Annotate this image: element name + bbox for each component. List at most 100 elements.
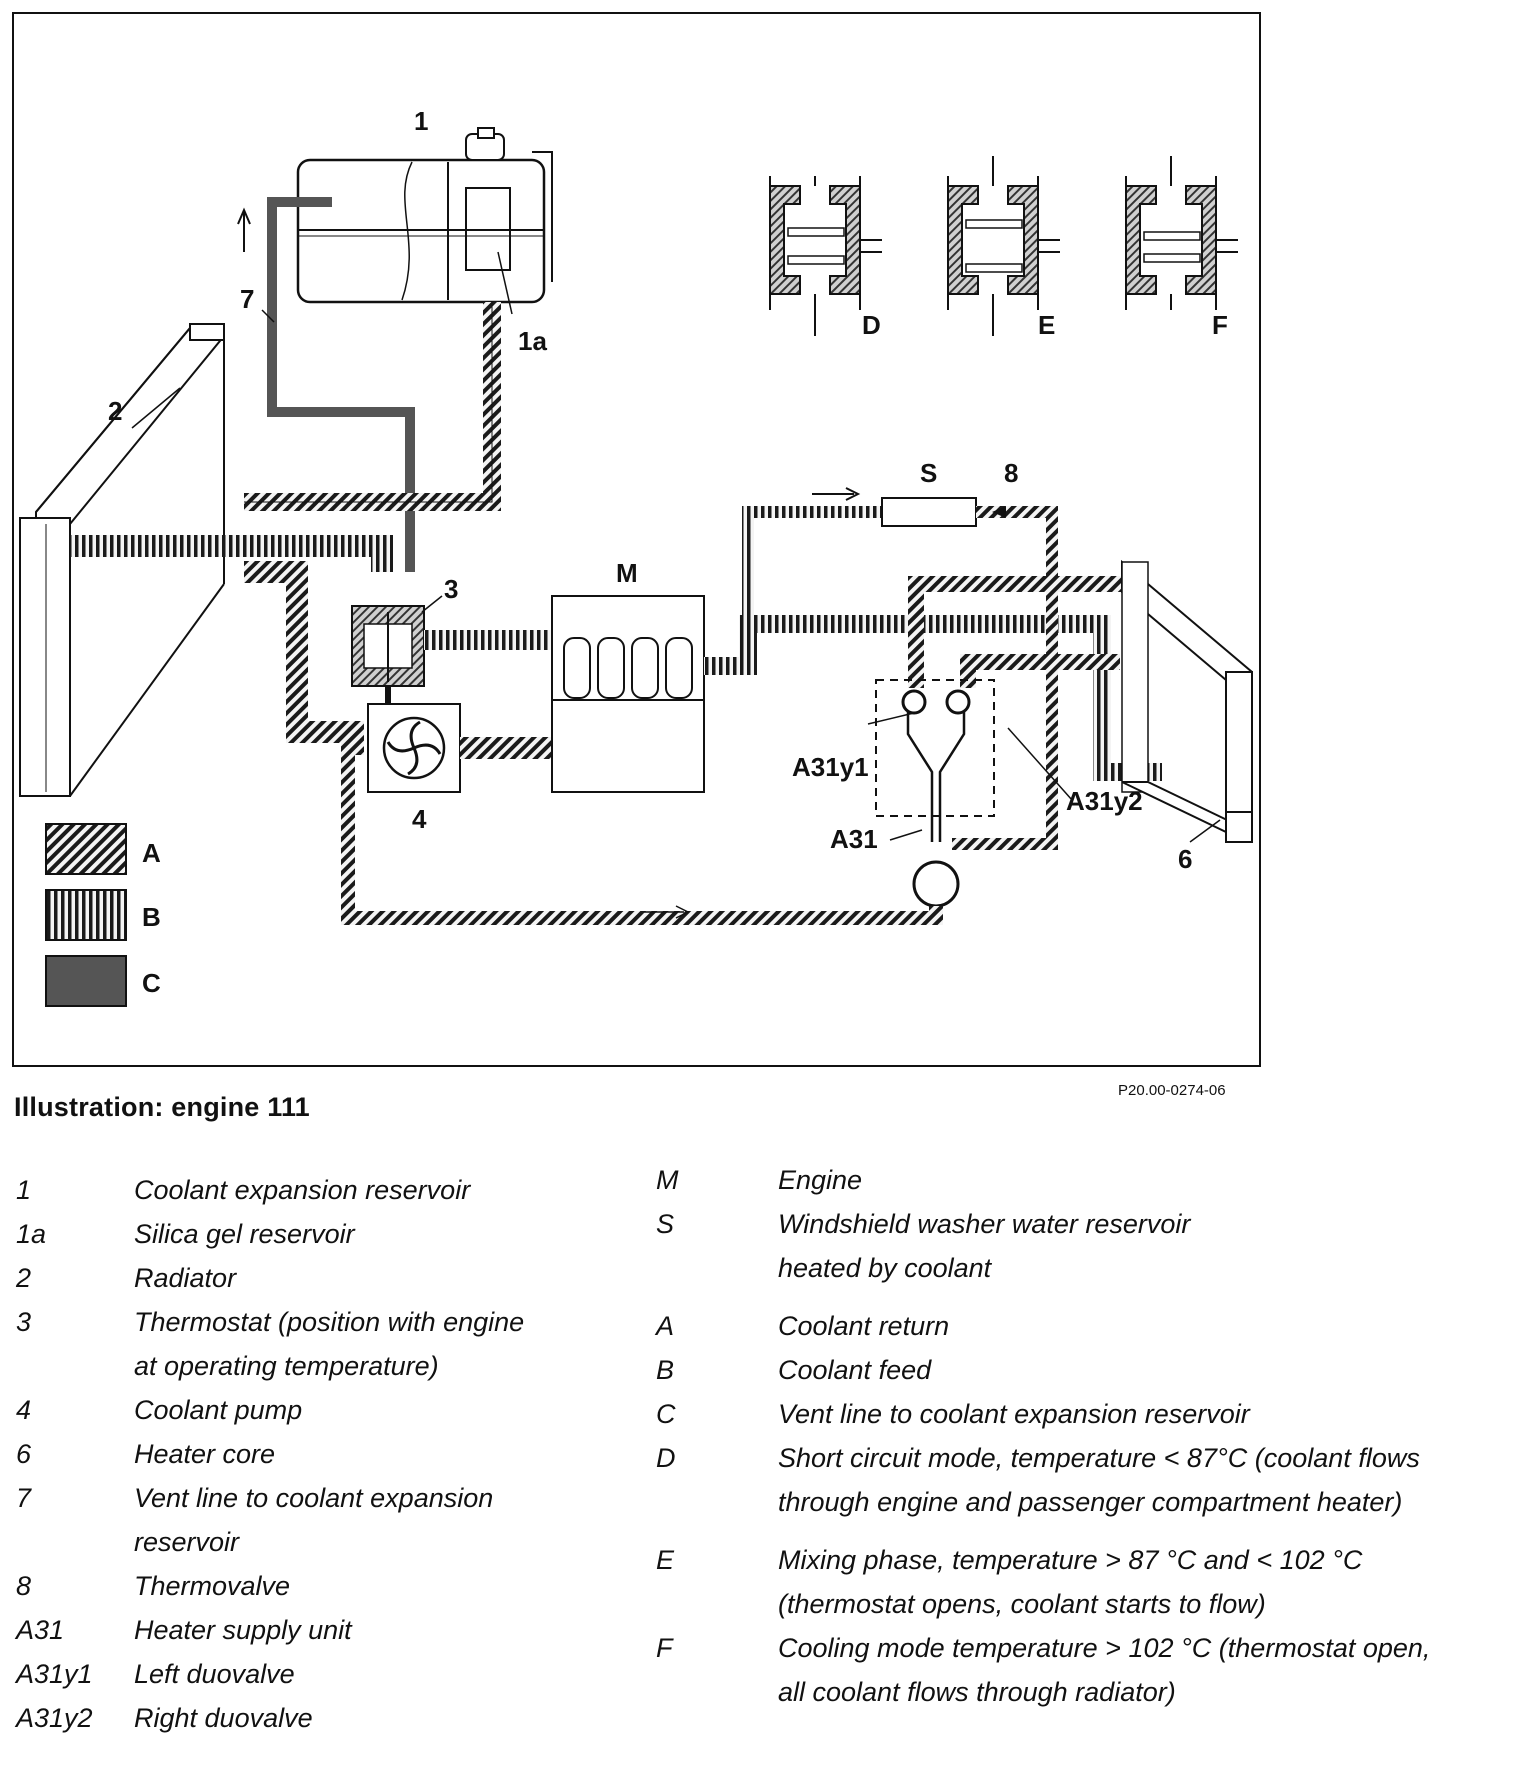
thermostat bbox=[351, 605, 425, 687]
legend-description: Radiator bbox=[134, 1256, 636, 1300]
illustration-caption: Illustration: engine 111 bbox=[14, 1092, 310, 1122]
legend-key: 6 bbox=[16, 1439, 32, 1469]
legend-item: C Vent line to coolant expansion reservoi… bbox=[656, 1392, 1536, 1436]
legend-key: E bbox=[656, 1545, 675, 1575]
key-swatch-a bbox=[45, 823, 127, 875]
legend-description: Coolant return bbox=[778, 1304, 1536, 1348]
coolant-expansion-reservoir bbox=[296, 127, 553, 304]
legend-description-line: Coolant feed bbox=[778, 1355, 932, 1385]
legend-description-line: (thermostat opens, coolant starts to flo… bbox=[778, 1589, 1266, 1619]
legend-description-line: Mixing phase, temperature > 87 °C and < … bbox=[778, 1545, 1363, 1575]
legend-description-line: through engine and passenger compartment… bbox=[778, 1487, 1403, 1517]
legend-key: 3 bbox=[16, 1307, 32, 1337]
label-a31y1: A31y1 bbox=[792, 752, 869, 782]
legend-description: Thermovalve bbox=[134, 1564, 636, 1608]
label-7: 7 bbox=[240, 284, 254, 314]
legend-description-line: Vent line to coolant expansion reservoir bbox=[778, 1399, 1250, 1429]
legend-description: Short circuit mode, temperature < 87°C (… bbox=[778, 1436, 1536, 1524]
legend-key: F bbox=[656, 1633, 673, 1663]
vent-line-7 bbox=[267, 197, 415, 572]
legend-item: 1 Coolant expansion reservoir bbox=[16, 1168, 636, 1212]
legend-description: Coolant pump bbox=[134, 1388, 636, 1432]
legend-item: A31y2 Right duovalve bbox=[16, 1696, 636, 1740]
legend-description-line: Coolant expansion reservoir bbox=[134, 1175, 471, 1205]
label-f: F bbox=[1212, 310, 1228, 340]
legend-description-line: Silica gel reservoir bbox=[134, 1219, 355, 1249]
legend-description-line: Left duovalve bbox=[134, 1659, 295, 1689]
legend-description: Right duovalve bbox=[134, 1696, 636, 1740]
label-s: S bbox=[920, 458, 937, 488]
mode-f-symbol bbox=[1125, 156, 1238, 310]
label-2: 2 bbox=[108, 396, 122, 426]
legend-description: Cooling mode temperature > 102 °C (therm… bbox=[778, 1626, 1536, 1714]
label-1a: 1a bbox=[518, 326, 547, 356]
label-m: M bbox=[616, 558, 638, 588]
legend-key: C bbox=[656, 1399, 676, 1429]
legend-item: B Coolant feed bbox=[656, 1348, 1536, 1392]
coolant-pump bbox=[367, 686, 461, 793]
legend-key: M bbox=[656, 1165, 679, 1195]
legend-description-line: all coolant flows through radiator) bbox=[778, 1677, 1176, 1707]
legend-description: Heater supply unit bbox=[134, 1608, 636, 1652]
legend-description: Coolant feed bbox=[778, 1348, 1536, 1392]
legend-description-line: at operating temperature) bbox=[134, 1351, 439, 1381]
diagram-labels: 1 1a 2 3 4 6 7 8 S M A31 A31y1 A31y2 D E… bbox=[108, 106, 1228, 874]
cooling-system-diagram: 1 1a 2 3 4 6 7 8 S M A31 A31y1 A31y2 D E… bbox=[12, 12, 1261, 1067]
legend-description: Thermostat (position with engine at opera… bbox=[134, 1300, 636, 1388]
key-swatch-b bbox=[45, 889, 127, 941]
legend-description: Silica gel reservoir bbox=[134, 1212, 636, 1256]
reference-number: P20.00-0274-06 bbox=[1118, 1082, 1226, 1099]
legend-description-line: Thermostat (position with engine bbox=[134, 1307, 525, 1337]
legend-key: A31y2 bbox=[16, 1703, 93, 1733]
key-swatch-c bbox=[45, 955, 127, 1007]
key-label-a: A bbox=[142, 838, 161, 868]
legend-key: 8 bbox=[16, 1571, 32, 1601]
heater-core bbox=[1121, 559, 1253, 843]
leader-lines bbox=[131, 251, 1221, 843]
legend-key: 1 bbox=[16, 1175, 32, 1205]
legend-item: A Coolant return bbox=[656, 1304, 1536, 1348]
legend-description: Vent line to coolant expansion reservoir bbox=[778, 1392, 1536, 1436]
label-e: E bbox=[1038, 310, 1055, 340]
windshield-washer-reservoir bbox=[881, 497, 977, 527]
engine bbox=[551, 595, 705, 793]
line-key: A B C bbox=[45, 823, 161, 1007]
legend-description-line: Radiator bbox=[134, 1263, 237, 1293]
legend-description-line: Vent line to coolant expansion bbox=[134, 1483, 494, 1513]
legend-description-line: Short circuit mode, temperature < 87°C (… bbox=[778, 1443, 1420, 1473]
legend-item: 8 Thermovalve bbox=[16, 1564, 636, 1608]
label-a31y2: A31y2 bbox=[1066, 786, 1143, 816]
legend-description: Left duovalve bbox=[134, 1652, 636, 1696]
key-label-b: B bbox=[142, 902, 161, 932]
mode-e-symbol bbox=[947, 156, 1060, 336]
legend-key: 4 bbox=[16, 1395, 32, 1425]
legend-key: A bbox=[656, 1311, 675, 1341]
legend-description: Mixing phase, temperature > 87 °C and < … bbox=[778, 1538, 1536, 1626]
label-a31: A31 bbox=[830, 824, 878, 854]
legend-description: Heater core bbox=[134, 1432, 636, 1476]
legend-key: B bbox=[656, 1355, 675, 1385]
label-d: D bbox=[862, 310, 881, 340]
legend-key: S bbox=[656, 1209, 675, 1239]
mode-d-symbol bbox=[769, 176, 882, 336]
heater-supply-unit bbox=[875, 679, 995, 908]
legend-description-line: Cooling mode temperature > 102 °C (therm… bbox=[778, 1633, 1431, 1663]
label-3: 3 bbox=[444, 574, 458, 604]
legend-item: 3 Thermostat (position with engine at oper… bbox=[16, 1300, 636, 1388]
legend-description-line: Coolant return bbox=[778, 1311, 950, 1341]
legend-item: 4 Coolant pump bbox=[16, 1388, 636, 1432]
label-4: 4 bbox=[412, 804, 427, 834]
legend-description-line: Heater supply unit bbox=[134, 1615, 352, 1645]
legend-description-line: Windshield washer water reservoir bbox=[778, 1209, 1191, 1239]
